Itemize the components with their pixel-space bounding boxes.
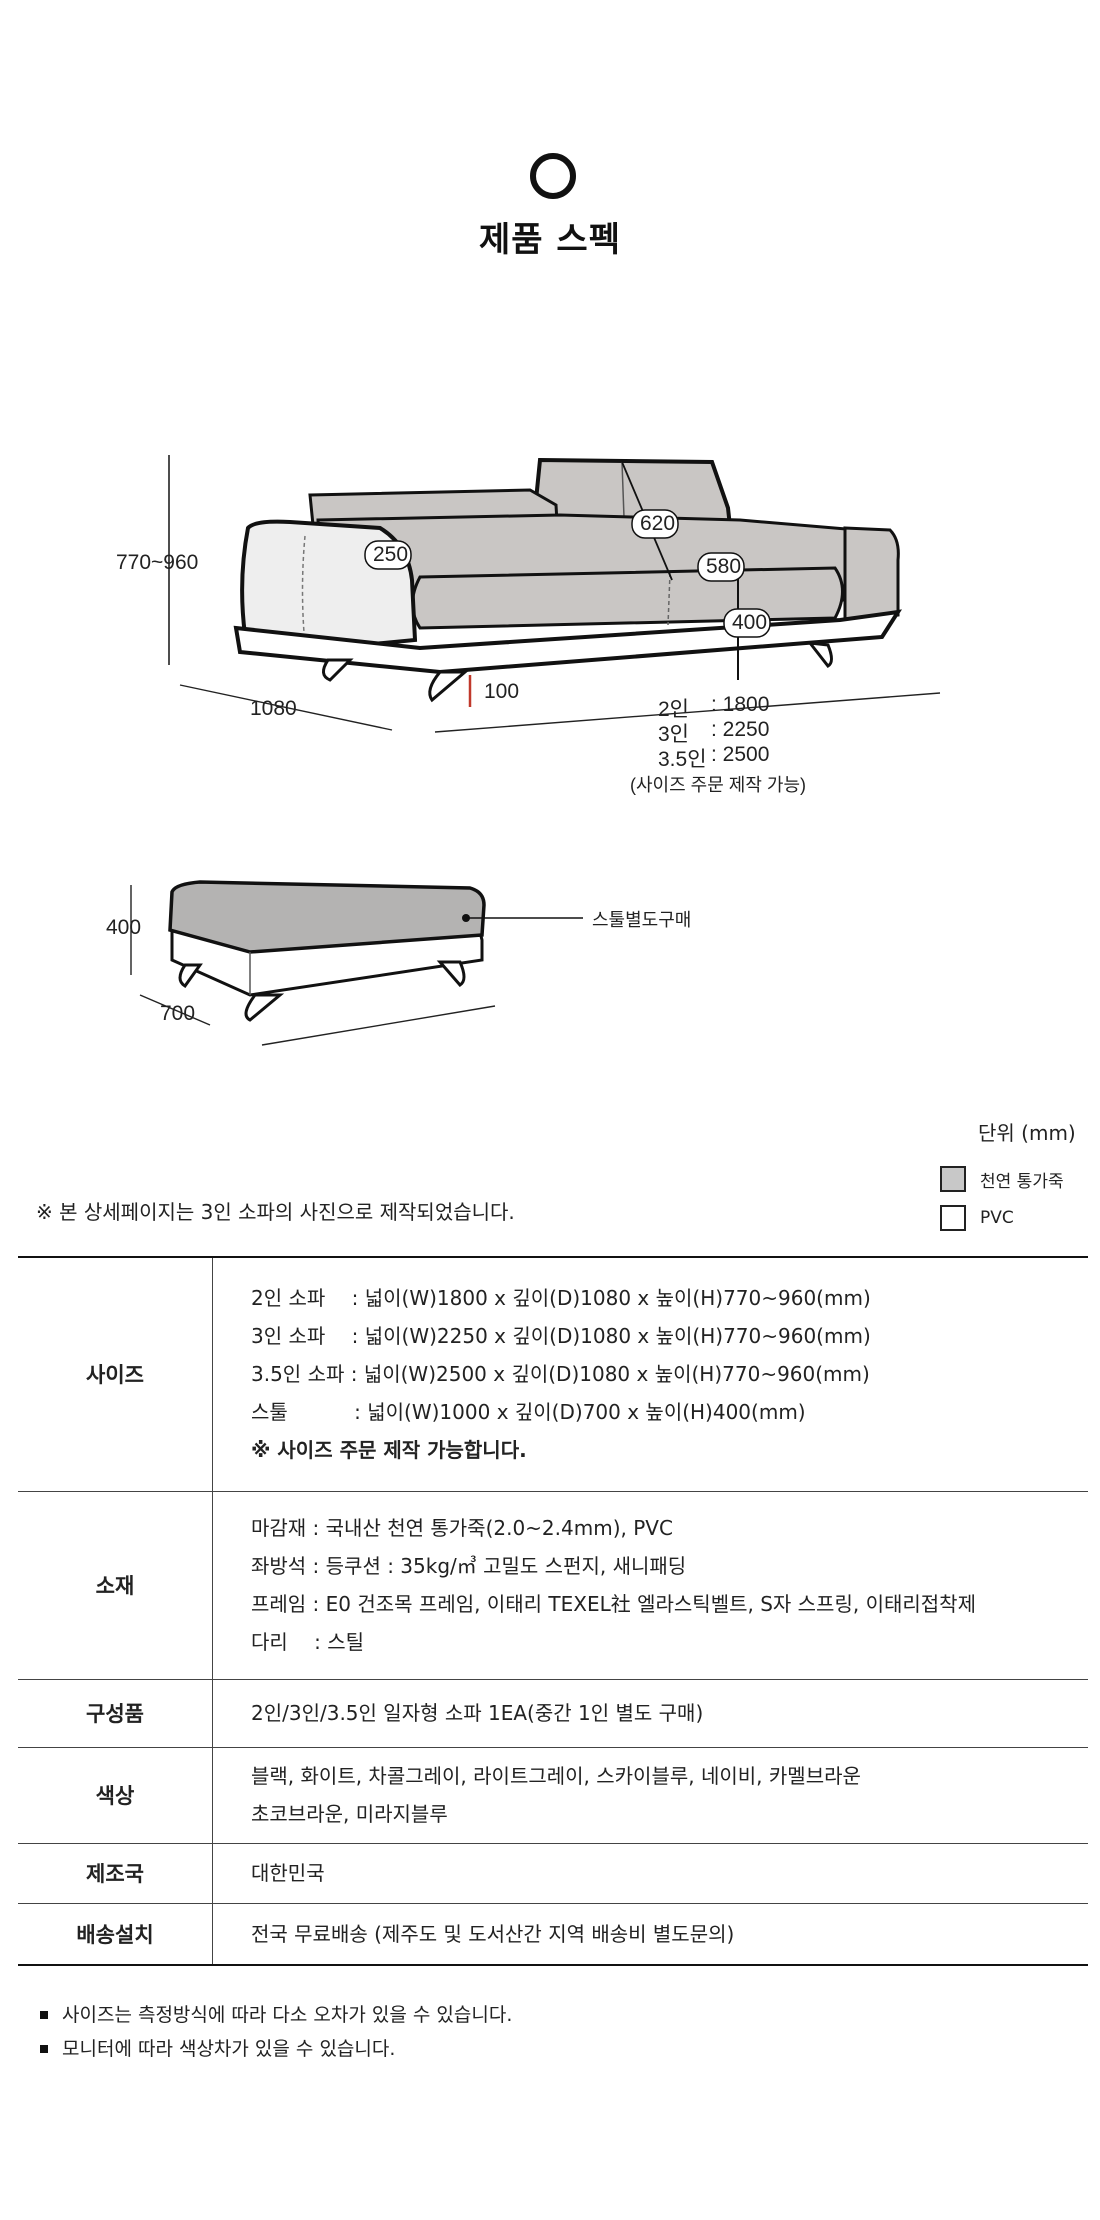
origin-line: 대한민국 [251, 1861, 325, 1885]
width-value-35: : 2500 [711, 743, 770, 766]
footnote-text: 사이즈는 측정방식에 따라 다소 오차가 있을 수 있습니다. [62, 2004, 513, 2026]
spec-head-components: 구성품 [18, 1679, 213, 1748]
sofa-height-label: 770~960 [116, 551, 199, 574]
spec-row-origin: 제조국 대한민국 [18, 1843, 1088, 1904]
footnote-text: 모니터에 따라 색상차가 있을 수 있습니다. [62, 2038, 396, 2060]
material-line: 마감재 : 국내산 천연 통가죽(2.0~2.4mm), PVC [251, 1516, 673, 1540]
width-label-2: 2인 [658, 698, 689, 721]
spec-body-components: 2인/3인/3.5인 일자형 소파 1EA(중간 1인 별도 구매) [212, 1679, 1088, 1748]
width-label-3: 3인 [658, 723, 689, 746]
stool-callout: 스툴별도구매 [592, 910, 692, 930]
spec-head-delivery: 배송설치 [18, 1903, 213, 1966]
stool-height-label: 400 [106, 916, 142, 939]
spec-head-origin: 제조국 [18, 1843, 213, 1904]
delivery-line: 전국 무료배송 (제주도 및 도서산간 지역 배송비 별도문의) [251, 1921, 735, 1946]
legend-leather: 천연 통가죽 [940, 1166, 1064, 1192]
colors-line: 블랙, 화이트, 차콜그레이, 라이트그레이, 스카이블루, 네이비, 카멜브라… [251, 1764, 861, 1788]
circle-icon [530, 153, 576, 199]
legend-pvc-label: PVC [980, 1208, 1014, 1228]
spec-body-colors: 블랙, 화이트, 차콜그레이, 라이트그레이, 스카이블루, 네이비, 카멜브라… [212, 1747, 1088, 1844]
unit-label: 단위 (mm) [978, 1121, 1076, 1145]
size-line: 3인 소파 : 넓이(W)2250 x 깊이(D)1080 x 높이(H)770… [251, 1324, 871, 1349]
legend-pvc: PVC [940, 1205, 1014, 1231]
page-title: 제품 스펙 [479, 220, 621, 260]
bullet-square-icon [40, 2011, 48, 2019]
spec-row-size: 사이즈 2인 소파 : 넓이(W)1800 x 깊이(D)1080 x 높이(H… [18, 1256, 1088, 1492]
width-value-2: : 1800 [711, 693, 770, 716]
footnote-item: 모니터에 따라 색상차가 있을 수 있습니다. [40, 2032, 512, 2066]
spec-head-size: 사이즈 [18, 1256, 213, 1492]
spec-body-origin: 대한민국 [212, 1843, 1088, 1904]
seat-depth-label: 580 [706, 555, 742, 578]
material-line: 좌방석 : 등쿠션 : 35kg/㎥ 고밀도 스펀지, 새니패딩 [251, 1554, 687, 1578]
size-custom-note: ※ 사이즈 주문 제작 가능합니다. [251, 1438, 527, 1463]
spec-head-material: 소재 [18, 1491, 213, 1680]
size-line: 3.5인 소파 : 넓이(W)2500 x 깊이(D)1080 x 높이(H)7… [251, 1362, 870, 1387]
spec-table: 사이즈 2인 소파 : 넓이(W)1800 x 깊이(D)1080 x 높이(H… [18, 1256, 1088, 1966]
legend-leather-label: 천연 통가죽 [980, 1171, 1064, 1192]
sofa-diagram [168, 455, 941, 733]
photo-note: ※ 본 상세페이지는 3인 소파의 사진으로 제작되었습니다. [36, 1200, 515, 1224]
size-line: 스툴 : 넓이(W)1000 x 깊이(D)700 x 높이(H)400(mm) [251, 1400, 806, 1425]
seat-height-label: 400 [732, 611, 768, 634]
spec-row-colors: 색상 블랙, 화이트, 차콜그레이, 라이트그레이, 스카이블루, 네이비, 카… [18, 1747, 1088, 1844]
stool-depth-label: 700 [160, 1002, 196, 1025]
width-label-35: 3.5인 [658, 748, 707, 771]
spec-row-components: 구성품 2인/3인/3.5인 일자형 소파 1EA(중간 1인 별도 구매) [18, 1679, 1088, 1748]
leather-swatch [940, 1166, 966, 1192]
spec-row-material: 소재 마감재 : 국내산 천연 통가죽(2.0~2.4mm), PVC 좌방석 … [18, 1491, 1088, 1680]
headrest-height-label: 620 [640, 512, 676, 535]
spec-row-delivery: 배송설치 전국 무료배송 (제주도 및 도서산간 지역 배송비 별도문의) [18, 1903, 1088, 1966]
bullet-square-icon [40, 2045, 48, 2053]
arm-width-label: 250 [373, 543, 409, 566]
pvc-swatch [940, 1205, 966, 1231]
size-line: 2인 소파 : 넓이(W)1800 x 깊이(D)1080 x 높이(H)770… [251, 1286, 871, 1311]
material-line: 다리 : 스틸 [251, 1630, 365, 1654]
spec-body-size: 2인 소파 : 넓이(W)1800 x 깊이(D)1080 x 높이(H)770… [212, 1256, 1088, 1492]
material-line: 프레임 : E0 건조목 프레임, 이태리 TEXEL社 엘라스틱벨트, S자 … [251, 1592, 976, 1616]
spec-head-colors: 색상 [18, 1747, 213, 1844]
footnotes: 사이즈는 측정방식에 따라 다소 오차가 있을 수 있습니다. 모니터에 따라 … [40, 1998, 512, 2066]
footnote-item: 사이즈는 측정방식에 따라 다소 오차가 있을 수 있습니다. [40, 1998, 512, 2032]
sofa-depth-label: 1080 [250, 697, 297, 720]
components-line: 2인/3인/3.5인 일자형 소파 1EA(중간 1인 별도 구매) [251, 1701, 704, 1725]
custom-order-note: (사이즈 주문 제작 가능) [630, 775, 807, 795]
stool-diagram [130, 880, 583, 1046]
leg-height-label: 100 [484, 680, 520, 703]
spec-body-material: 마감재 : 국내산 천연 통가죽(2.0~2.4mm), PVC 좌방석 : 등… [212, 1491, 1088, 1680]
spec-body-delivery: 전국 무료배송 (제주도 및 도서산간 지역 배송비 별도문의) [212, 1903, 1088, 1966]
colors-line: 초코브라운, 미라지블루 [251, 1802, 448, 1826]
width-value-3: : 2250 [711, 718, 770, 741]
